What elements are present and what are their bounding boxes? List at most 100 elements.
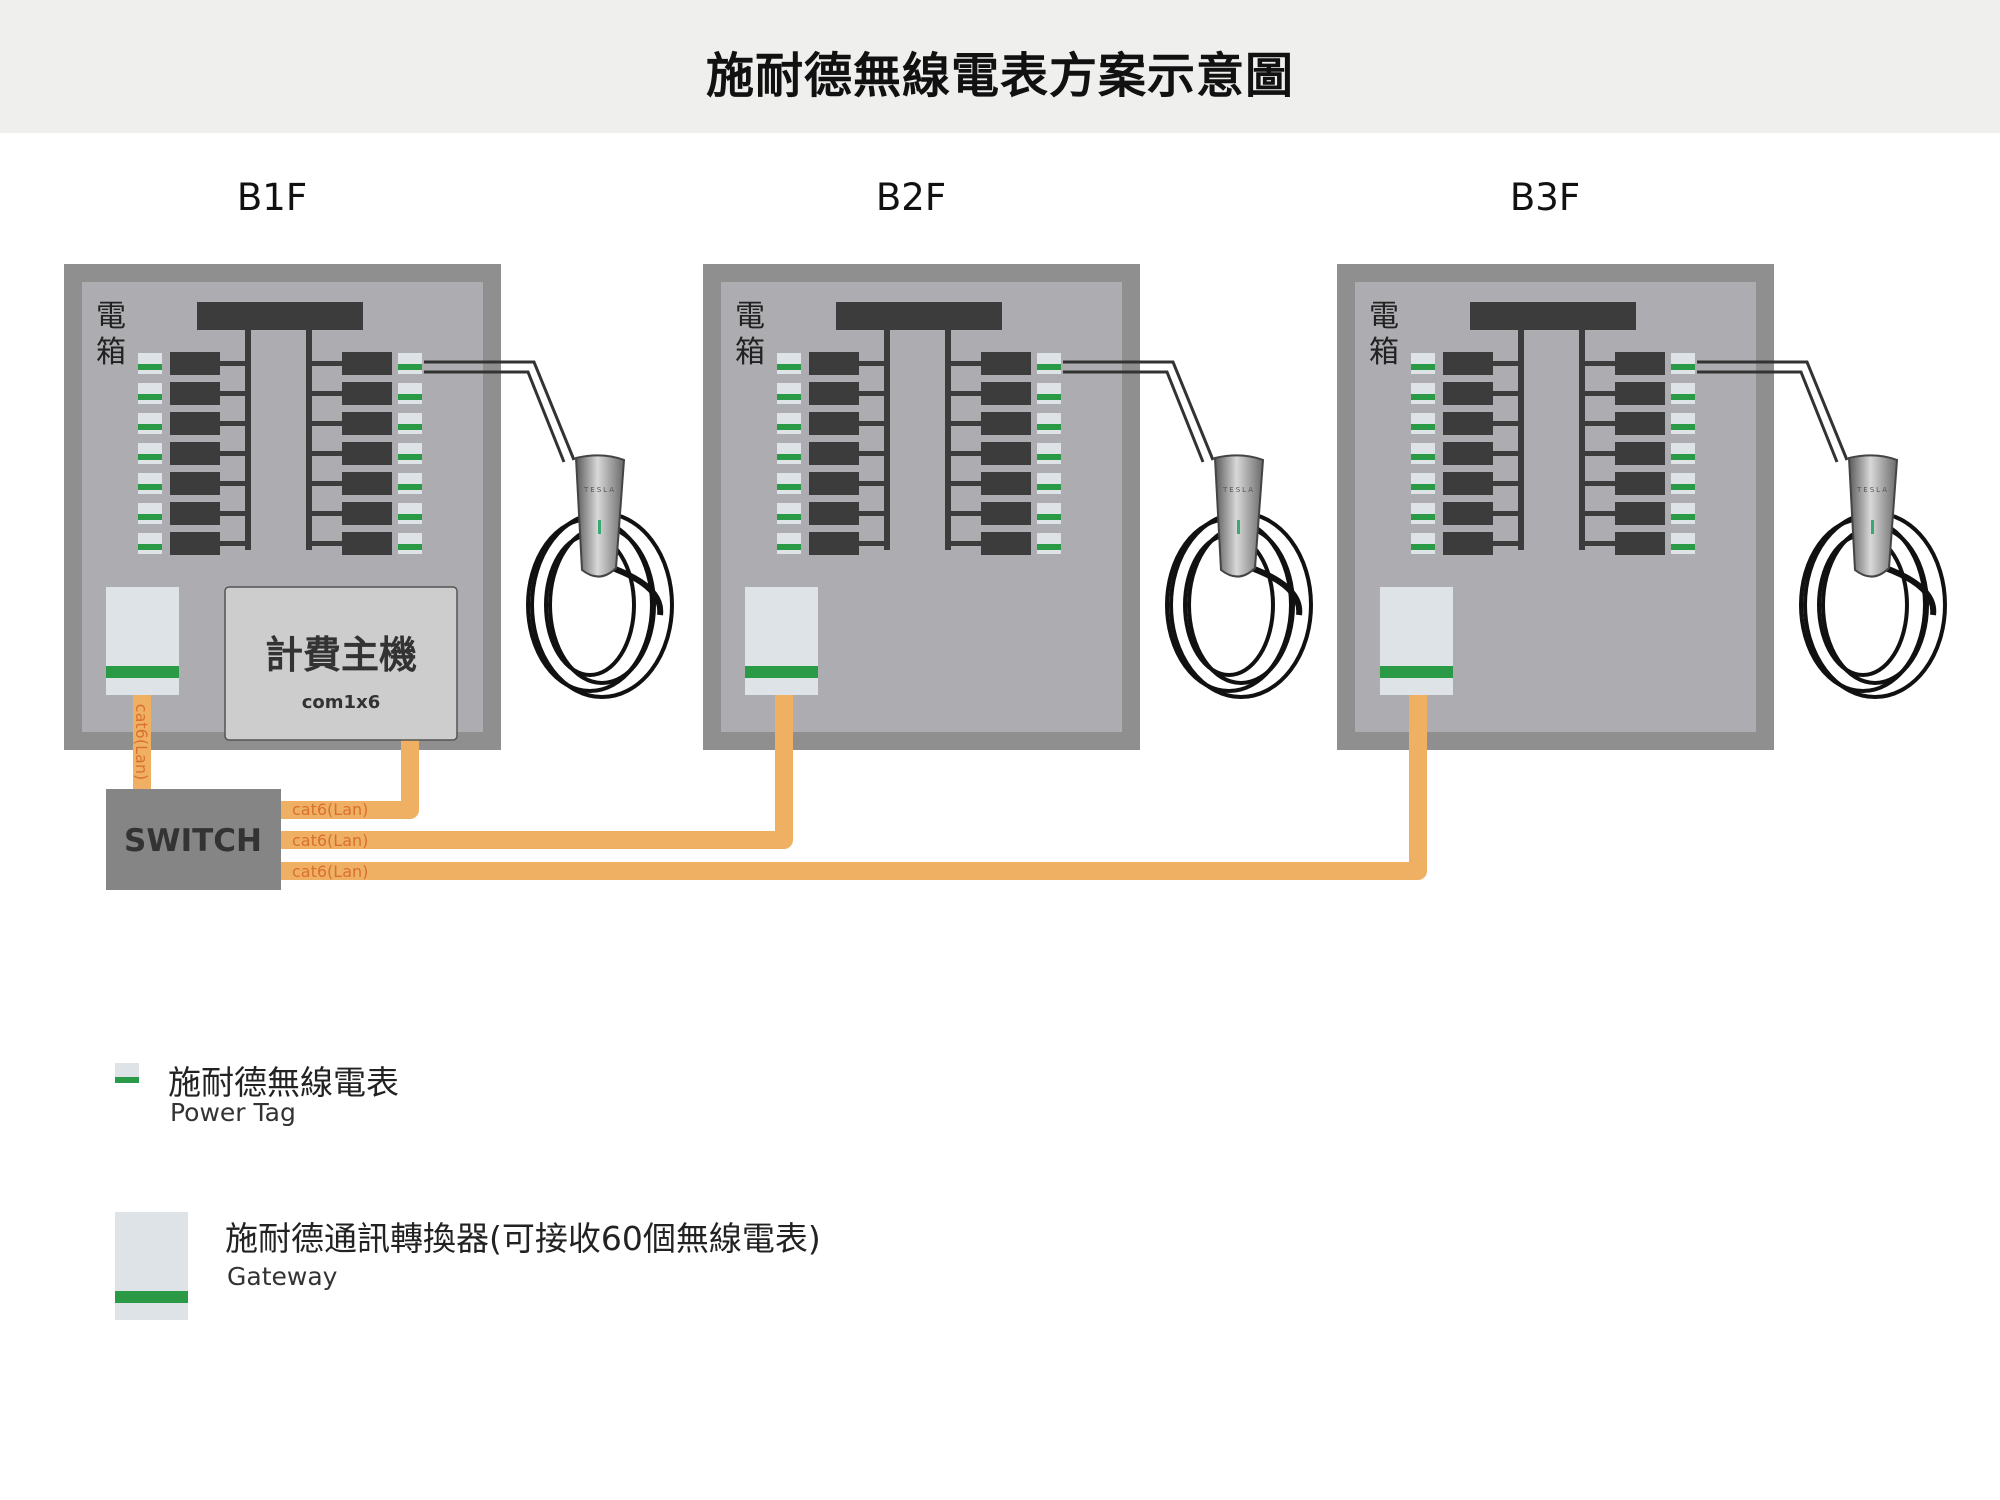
power-tag-meter: [398, 533, 422, 554]
charger-brand-label: TESLA: [1856, 486, 1889, 494]
breaker-link: [859, 481, 887, 486]
breaker-link: [859, 541, 887, 546]
charger-feed-cable: [1063, 370, 1205, 463]
breaker-link: [1493, 541, 1521, 546]
power-tag-band: [777, 424, 801, 430]
power-tag-band: [777, 484, 801, 490]
power-tag-meter: [398, 353, 422, 374]
breaker-link: [1493, 481, 1521, 486]
billing-host-box: [224, 586, 458, 741]
power-tag-meter: [1671, 353, 1695, 374]
legend-powertag-icon: [115, 1063, 139, 1077]
charger-unit: [1213, 454, 1265, 578]
power-tag-meter: [1411, 353, 1435, 374]
breaker-link: [309, 451, 342, 456]
breaker: [1443, 352, 1493, 375]
power-tag-band: [1671, 484, 1695, 490]
panel-label-char: 箱: [1369, 335, 1399, 370]
power-tag-band: [1411, 544, 1435, 550]
power-tag-band: [1037, 514, 1061, 520]
breaker-link: [220, 511, 248, 516]
switch-box: [106, 789, 281, 890]
breaker: [1615, 472, 1665, 495]
distribution-box-b3f: 電箱: [1337, 264, 1774, 750]
breaker-link: [948, 361, 981, 366]
breaker: [170, 502, 220, 525]
power-tag-band: [1037, 364, 1061, 370]
breaker-link: [309, 421, 342, 426]
power-tag-meter: [1037, 443, 1061, 464]
power-tag-band: [1671, 544, 1695, 550]
power-tag-meter: [138, 473, 162, 494]
charger-brand-label: TESLA: [583, 486, 616, 494]
cable-label-switch-port: cat6(Lan): [292, 831, 368, 850]
breaker-link: [220, 361, 248, 366]
power-tag-band: [1037, 424, 1061, 430]
panel-label-char: 箱: [735, 335, 765, 370]
breaker-link: [1582, 451, 1615, 456]
main-busbar: [1470, 302, 1636, 330]
power-tag-band: [398, 544, 422, 550]
breaker-link: [948, 481, 981, 486]
charger-feed-cable: [424, 370, 566, 463]
power-tag-band: [138, 394, 162, 400]
power-tag-meter: [777, 533, 801, 554]
power-tag-band: [1411, 484, 1435, 490]
gateway-band: [1380, 666, 1453, 678]
charger-status-light: [598, 520, 601, 534]
power-tag-band: [1037, 484, 1061, 490]
breaker: [809, 382, 859, 405]
tesla-wall-charger: TESLA: [424, 360, 674, 699]
breaker-link: [859, 421, 887, 426]
power-tag-band: [138, 364, 162, 370]
power-tag-meter: [1037, 533, 1061, 554]
breaker-link: [220, 421, 248, 426]
power-tag-meter: [398, 473, 422, 494]
power-tag-band: [1411, 364, 1435, 370]
breaker: [342, 472, 392, 495]
busbar-right-feeder: [1579, 330, 1585, 550]
breaker-link: [948, 511, 981, 516]
power-tag-meter: [1037, 353, 1061, 374]
power-tag-meter: [1671, 443, 1695, 464]
power-tag-band: [1037, 394, 1061, 400]
power-tag-meter: [138, 413, 162, 434]
charger-brand-label: TESLA: [1222, 486, 1255, 494]
power-tag-band: [138, 544, 162, 550]
power-tag-meter: [1671, 473, 1695, 494]
power-tag-band: [138, 484, 162, 490]
breaker-link: [859, 451, 887, 456]
main-busbar: [836, 302, 1002, 330]
floor-label: B1F: [237, 176, 307, 219]
breaker: [342, 352, 392, 375]
power-tag-band: [777, 364, 801, 370]
charger-feed-cable: [1697, 370, 1839, 463]
busbar-right-feeder: [945, 330, 951, 550]
power-tag-band: [398, 364, 422, 370]
power-tag-meter: [1037, 473, 1061, 494]
breaker: [981, 382, 1031, 405]
power-tag-band: [398, 514, 422, 520]
breaker-link: [309, 391, 342, 396]
busbar-right-feeder: [306, 330, 312, 550]
title-bar: [0, 0, 2000, 133]
tesla-wall-charger: TESLA: [1697, 360, 1947, 699]
power-tag-meter: [1037, 503, 1061, 524]
breaker: [170, 442, 220, 465]
power-tag-meter: [1411, 383, 1435, 404]
breaker: [1443, 472, 1493, 495]
power-tag-meter: [398, 413, 422, 434]
power-tag-meter: [1411, 443, 1435, 464]
breaker: [981, 442, 1031, 465]
power-tag-band: [1037, 454, 1061, 460]
power-tag-band: [1671, 394, 1695, 400]
breaker: [809, 472, 859, 495]
power-tag-meter: [1671, 413, 1695, 434]
breaker: [1615, 442, 1665, 465]
gateway-b2f: [745, 587, 818, 695]
power-tag-band: [138, 454, 162, 460]
charger-unit: [574, 454, 626, 578]
breaker: [342, 412, 392, 435]
breaker: [342, 532, 392, 555]
power-tag-meter: [777, 413, 801, 434]
